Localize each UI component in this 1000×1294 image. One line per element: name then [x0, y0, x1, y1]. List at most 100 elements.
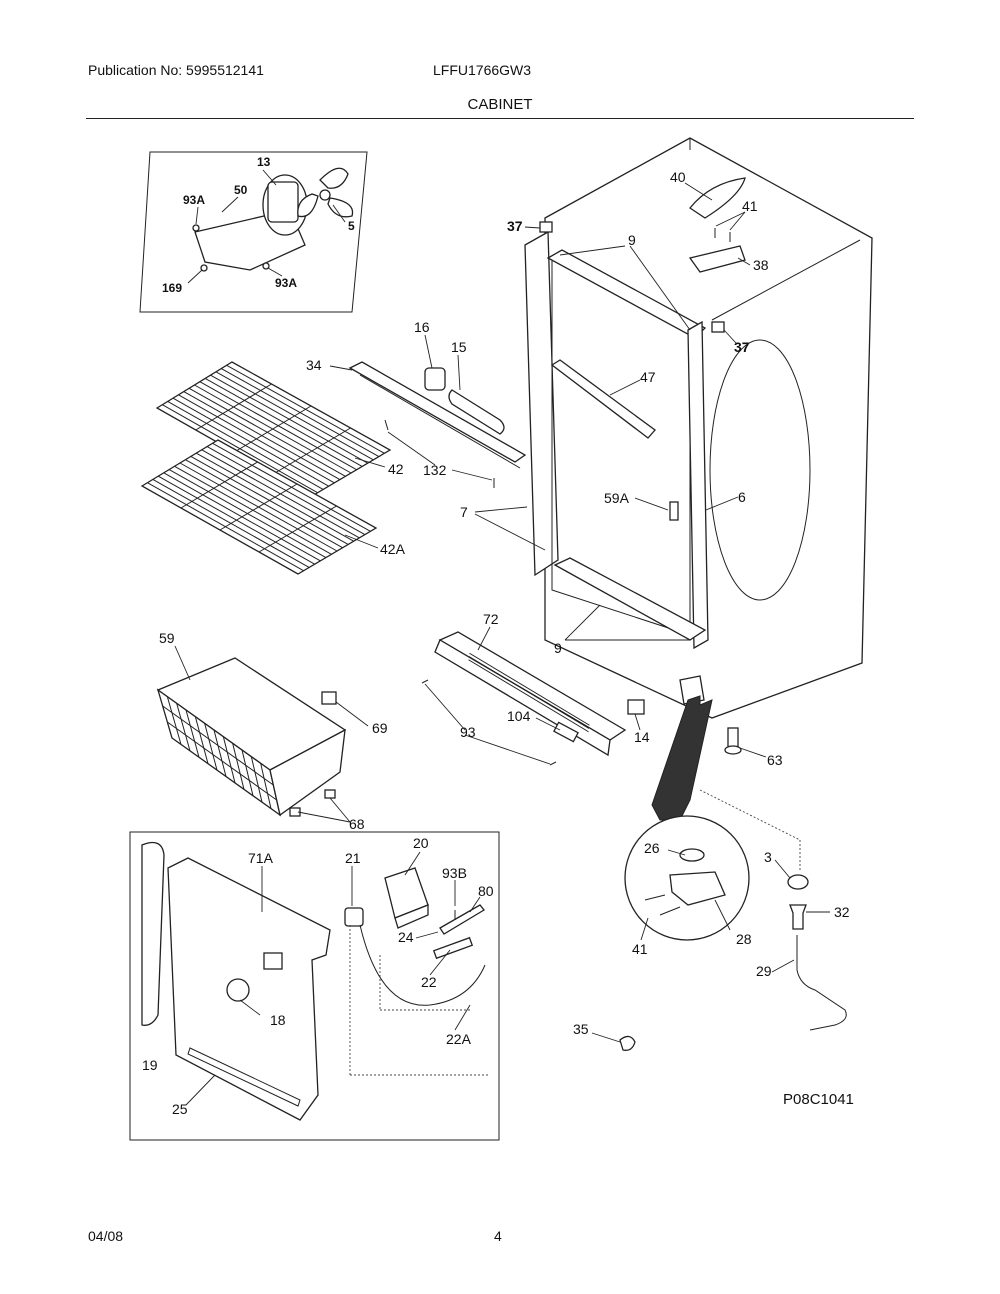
label-16: 16 — [414, 319, 430, 335]
label-42a: 42A — [380, 541, 406, 557]
label-41-bot: 41 — [632, 941, 648, 957]
plug-18 — [226, 978, 250, 1002]
label-59a: 59A — [604, 490, 630, 506]
shelf-42a-wires — [147, 442, 371, 572]
tube-29 — [796, 935, 847, 1031]
wire — [194, 716, 209, 764]
breaker-right — [687, 320, 709, 650]
label-21: 21 — [345, 850, 361, 866]
shelf-42-wires — [162, 364, 385, 494]
detail-beam — [651, 695, 713, 821]
wire — [167, 721, 277, 801]
leveler-63: 63 — [724, 727, 783, 768]
leveler-foot — [724, 745, 742, 755]
label-28: 28 — [736, 931, 752, 947]
wire — [219, 483, 298, 531]
light-assembly: 34 16 15 132 — [306, 319, 527, 488]
wire — [195, 383, 272, 431]
panel-cutout — [263, 952, 283, 970]
section-title: CABINET — [467, 96, 533, 113]
label-32: 32 — [834, 904, 850, 920]
wire — [166, 696, 182, 745]
label-35: 35 — [573, 1021, 589, 1037]
wire — [176, 703, 191, 751]
wire — [232, 743, 245, 790]
wire — [260, 763, 272, 809]
panel-slot — [187, 1047, 301, 1107]
wire — [468, 659, 589, 733]
fan-motor-body — [267, 181, 299, 223]
shelf-42: 42 — [155, 361, 404, 497]
wire — [180, 461, 258, 509]
label-37-top: 37 — [507, 218, 523, 234]
fan-blade — [297, 167, 354, 218]
cover-20-base — [394, 904, 429, 929]
wire — [222, 736, 236, 784]
left-jamb — [524, 230, 559, 577]
label-5: 5 — [348, 219, 355, 233]
part-104 — [553, 721, 579, 743]
wire — [213, 729, 227, 777]
label-104: 104 — [507, 708, 531, 724]
label-40: 40 — [670, 169, 686, 185]
label-13: 13 — [257, 155, 271, 169]
model-number: LFFU1766GW3 — [433, 62, 532, 78]
cabinet-body: 40 41 38 37 37 9 47 59A 6 7 9 — [460, 137, 873, 719]
capillary-22a — [359, 924, 486, 1006]
label-24: 24 — [398, 929, 414, 945]
label-169: 169 — [162, 281, 182, 295]
cap-32 — [789, 904, 807, 930]
strip-47 — [550, 359, 656, 439]
label-34: 34 — [306, 357, 322, 373]
light-shield-34 — [348, 361, 527, 463]
bracket-80 — [439, 904, 485, 935]
kickplate-72: 72 104 93 14 — [421, 611, 705, 766]
label-93b: 93B — [442, 865, 467, 881]
screw-93a-bot — [262, 262, 270, 270]
screw-93a-top — [192, 224, 200, 232]
diagram-code: P08C1041 — [783, 1091, 854, 1108]
basket-59: 59 69 68 — [156, 630, 388, 832]
wire — [204, 723, 218, 771]
label-59: 59 — [159, 630, 175, 646]
shelf-42a: 42A — [140, 439, 406, 575]
label-47: 47 — [640, 369, 656, 385]
label-7: 7 — [460, 504, 468, 520]
part-22 — [432, 936, 474, 960]
breaker-top — [546, 249, 707, 339]
label-80: 80 — [478, 883, 494, 899]
leveler-stem — [727, 727, 739, 749]
label-9-bot: 9 — [554, 640, 562, 656]
handle-group: 3 32 29 35 — [573, 789, 850, 1051]
wire — [258, 505, 337, 553]
label-19: 19 — [142, 1057, 158, 1073]
panel-inset-frame — [129, 831, 500, 1141]
socket-16 — [424, 367, 446, 391]
label-29: 29 — [756, 963, 772, 979]
basket-clip-68b — [324, 789, 336, 799]
part-26 — [679, 848, 705, 862]
wire — [468, 656, 590, 729]
label-18: 18 — [270, 1012, 286, 1028]
wire — [241, 749, 254, 796]
evaporator-outline — [709, 339, 811, 601]
switch-14 — [627, 699, 645, 715]
label-42: 42 — [388, 461, 404, 477]
gasket-19 — [141, 841, 165, 1026]
label-50: 50 — [234, 183, 248, 197]
cabinet-outer — [544, 137, 873, 719]
label-93a-bot: 93A — [275, 276, 297, 290]
wire — [185, 709, 200, 758]
label-25: 25 — [172, 1101, 188, 1117]
fan-inset-frame — [139, 151, 368, 313]
label-20: 20 — [413, 835, 429, 851]
panel-inset: 71A 21 20 93B 80 24 22 18 22A 19 25 — [129, 831, 500, 1141]
header-rule — [86, 118, 914, 119]
wire — [272, 427, 351, 475]
kickplate-grille — [468, 652, 590, 733]
breaker-bottom — [553, 557, 707, 641]
label-14: 14 — [634, 729, 650, 745]
wire — [234, 405, 312, 453]
clip-35 — [619, 1035, 636, 1051]
